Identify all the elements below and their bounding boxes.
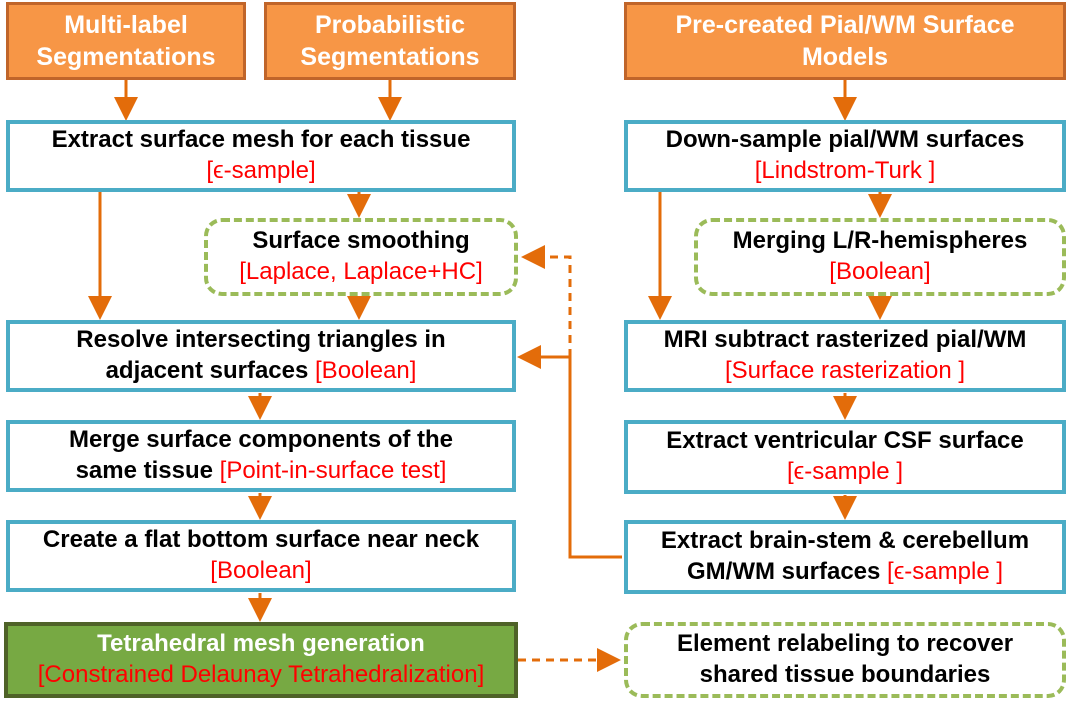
node-title: Tetrahedral mesh generation: [97, 630, 425, 658]
arrow-brainstem-to-resolve: [517, 345, 622, 559]
node-title: Create a flat bottom surface near neck: [42, 526, 480, 554]
node-label: Segmentations: [300, 43, 480, 71]
node-method: [Constrained Delaunay Tetrahedralization…: [37, 661, 485, 688]
node-method: [Point-in-surface test]: [219, 457, 447, 484]
node-label: Models: [801, 43, 889, 71]
node-method: [Surface rasterization ]: [724, 357, 966, 384]
node-title: Surface smoothing: [252, 227, 470, 255]
node-surface-smoothing: Surface smoothing [Laplace, Laplace+HC]: [204, 218, 518, 296]
node-label: Segmentations: [36, 43, 216, 71]
node-downsample-surfaces: Down-sample pial/WM surfaces [Lindstrom-…: [624, 120, 1066, 192]
node-title: Element relabeling to recover: [676, 630, 1014, 658]
node-title: GM/WM surfaces: [686, 558, 881, 585]
node-resolve-intersecting-triangles: Resolve intersecting triangles in adjace…: [6, 320, 516, 392]
node-title: Merge surface components of the: [68, 426, 454, 454]
node-title: Down-sample pial/WM surfaces: [665, 126, 1025, 154]
node-method: [ϵ-sample ]: [787, 458, 903, 485]
node-extract-surface-mesh: Extract surface mesh for each tissue [ϵ-…: [6, 120, 516, 192]
node-title: Extract surface mesh for each tissue: [51, 126, 471, 154]
node-method: [ϵ-sample]: [206, 157, 316, 184]
node-extract-brainstem-cerebellum: Extract brain-stem & cerebellum GM/WM su…: [624, 520, 1066, 594]
node-label: Pre-created Pial/WM Surface: [675, 11, 1015, 39]
node-method: [Boolean]: [829, 258, 931, 285]
node-title: Extract brain-stem & cerebellum: [660, 527, 1030, 555]
node-method: [Laplace, Laplace+HC]: [239, 258, 483, 285]
node-title: same tissue: [75, 457, 213, 484]
node-merging-hemispheres: Merging L/R-hemispheres [Boolean]: [694, 218, 1066, 296]
node-method: [Lindstrom-Turk ]: [754, 157, 936, 184]
node-multi-label-segmentations: Multi-label Segmentations: [6, 2, 246, 80]
node-title: Extract ventricular CSF surface: [666, 427, 1024, 455]
node-method: [Boolean]: [315, 357, 417, 384]
node-method: [Boolean]: [210, 557, 312, 584]
node-title: MRI subtract rasterized pial/WM: [663, 326, 1027, 354]
dashed-arrow-to-smoothing: [521, 245, 572, 357]
node-mri-subtract-rasterized: MRI subtract rasterized pial/WM [Surface…: [624, 320, 1066, 392]
node-precreated-surface-models: Pre-created Pial/WM Surface Models: [624, 2, 1066, 80]
node-title: Resolve intersecting triangles in: [76, 326, 446, 354]
node-tetrahedral-mesh-generation: Tetrahedral mesh generation [Constrained…: [4, 622, 518, 698]
node-element-relabeling: Element relabeling to recover shared tis…: [624, 622, 1066, 698]
node-probabilistic-segmentations: Probabilistic Segmentations: [264, 2, 516, 80]
node-title: adjacent surfaces: [105, 357, 309, 384]
node-flat-bottom-surface: Create a flat bottom surface near neck […: [6, 520, 516, 592]
node-label: Probabilistic: [314, 11, 466, 39]
node-label: Multi-label: [64, 11, 188, 39]
node-extract-ventricular-csf: Extract ventricular CSF surface [ϵ-sampl…: [624, 420, 1066, 494]
node-merge-surface-components: Merge surface components of the same tis…: [6, 420, 516, 492]
node-title: Merging L/R-hemispheres: [732, 227, 1028, 255]
node-method: [ϵ-sample ]: [887, 558, 1003, 585]
node-title: shared tissue boundaries: [699, 661, 991, 688]
